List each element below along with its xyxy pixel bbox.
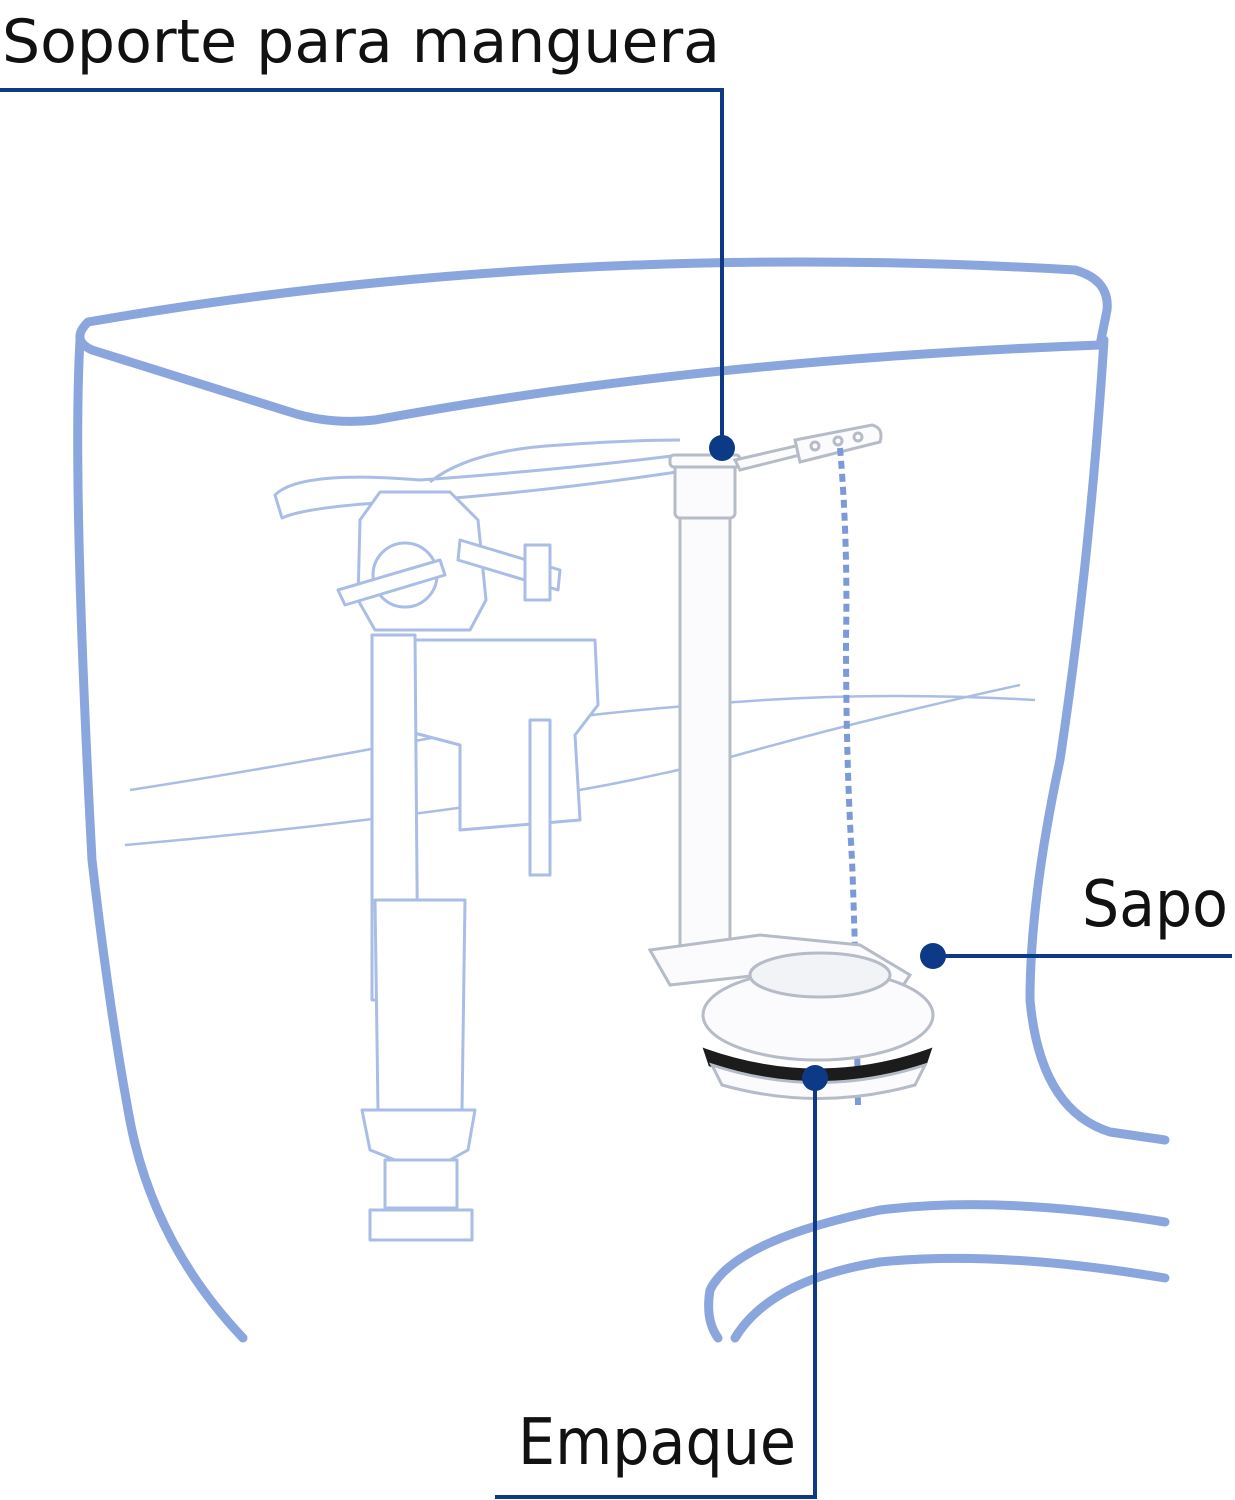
label-gasket: Empaque [518,1406,796,1480]
leader-line-hose-support [0,88,724,448]
bowl-inner [730,1253,1170,1343]
overflow-tube-body [678,516,732,960]
callout-gasket: Empaque [495,1065,828,1499]
fill-valve-refill-tube [429,438,681,484]
fill-valve-adjust-screw [523,543,552,602]
callout-hose-support: Soporte para manguera [0,7,735,461]
leader-line-gasket [495,1078,817,1499]
tank-lid [75,257,1112,426]
trip-lever-hole-3 [852,431,864,443]
label-hose-support: Soporte para manguera [2,7,720,77]
fill-valve-threaded-rod [528,718,552,877]
fill-valve [273,438,692,1242]
trip-lever [732,423,883,472]
fill-valve-float-cup [401,638,600,832]
fill-valve-nut [368,1208,474,1242]
fill-valve-base [360,1108,477,1162]
leader-dot-gasket [802,1065,828,1091]
callout-flapper: Sapo [920,868,1232,969]
overflow-tube [668,453,742,960]
trip-lever-hole-1 [809,440,821,452]
tank-right-wall [1025,335,1170,1145]
water-line [124,683,1021,847]
flapper-assembly [647,933,935,1100]
trip-lever-arm [732,443,802,472]
trip-lever-hole-2 [832,435,844,447]
flapper-seat [709,1062,928,1100]
tank-left-wall [73,335,248,1343]
overflow-tube-cap [673,460,737,520]
fill-valve-hose [273,453,692,520]
bowl-rim [704,1200,1170,1343]
fill-valve-lever [336,558,447,607]
label-flapper: Sapo [1082,868,1228,942]
leader-dot-hose-support [709,435,735,461]
fill-valve-thread [383,1158,459,1210]
flapper-dome [748,951,892,999]
leader-dot-flapper [920,943,946,969]
toilet-tank-outline [73,257,1170,1343]
fill-valve-lower-body [373,898,467,1112]
